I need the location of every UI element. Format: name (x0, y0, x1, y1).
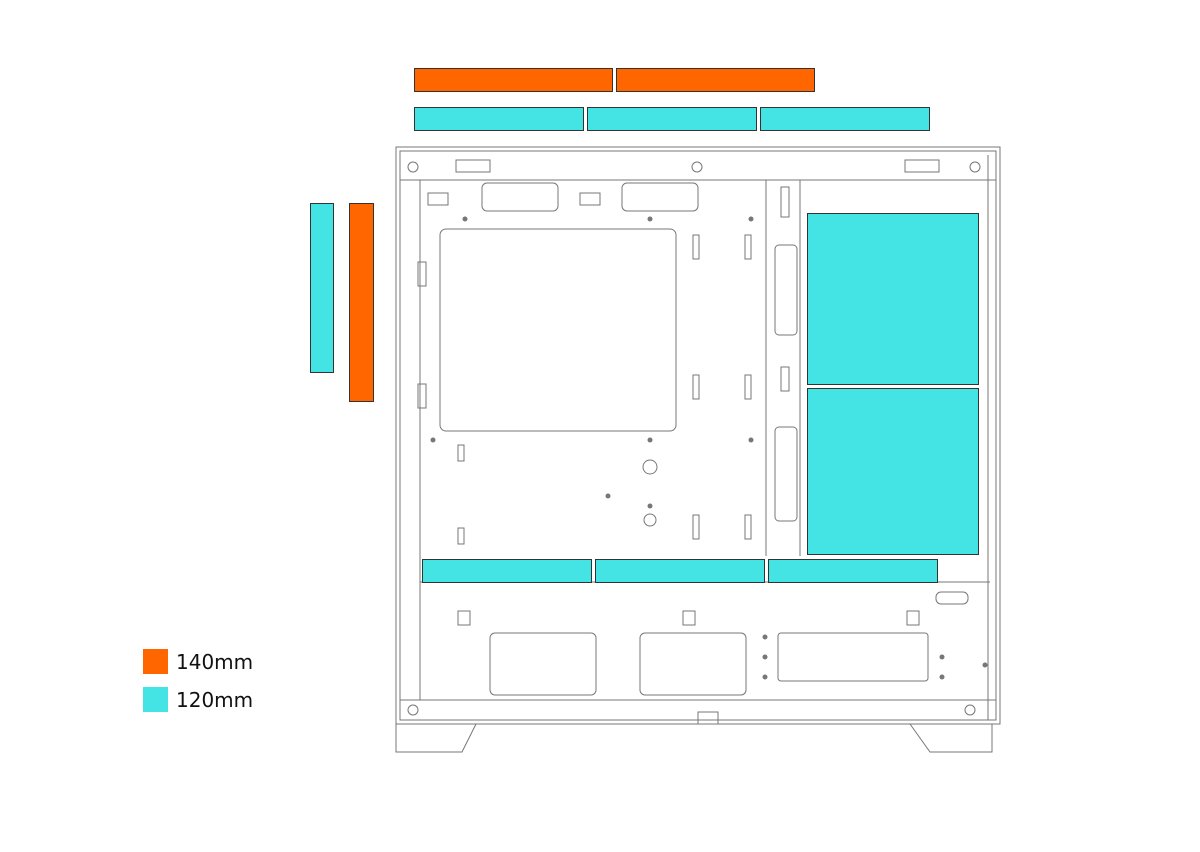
legend-120mm: 120mm (143, 687, 253, 712)
legend-140mm: 140mm (143, 649, 253, 674)
top-140mm-fan-1 (414, 68, 613, 92)
legend-label-120mm: 120mm (176, 687, 254, 712)
bottom-120mm-fan-3 (768, 559, 938, 583)
rear-140mm-fan (349, 203, 374, 402)
top-140mm-fan-2 (616, 68, 815, 92)
top-120mm-fan-2 (587, 107, 757, 131)
side-120mm-fan-1 (807, 213, 979, 385)
side-120mm-fan-2 (807, 388, 979, 555)
legend-label-140mm: 140mm (176, 649, 254, 674)
bottom-120mm-fan-1 (422, 559, 592, 583)
legend-swatch-120mm (143, 687, 168, 712)
top-120mm-fan-1 (414, 107, 584, 131)
legend-swatch-140mm (143, 649, 168, 674)
bottom-120mm-fan-2 (595, 559, 765, 583)
top-120mm-fan-3 (760, 107, 930, 131)
rear-120mm-fan (310, 203, 334, 373)
